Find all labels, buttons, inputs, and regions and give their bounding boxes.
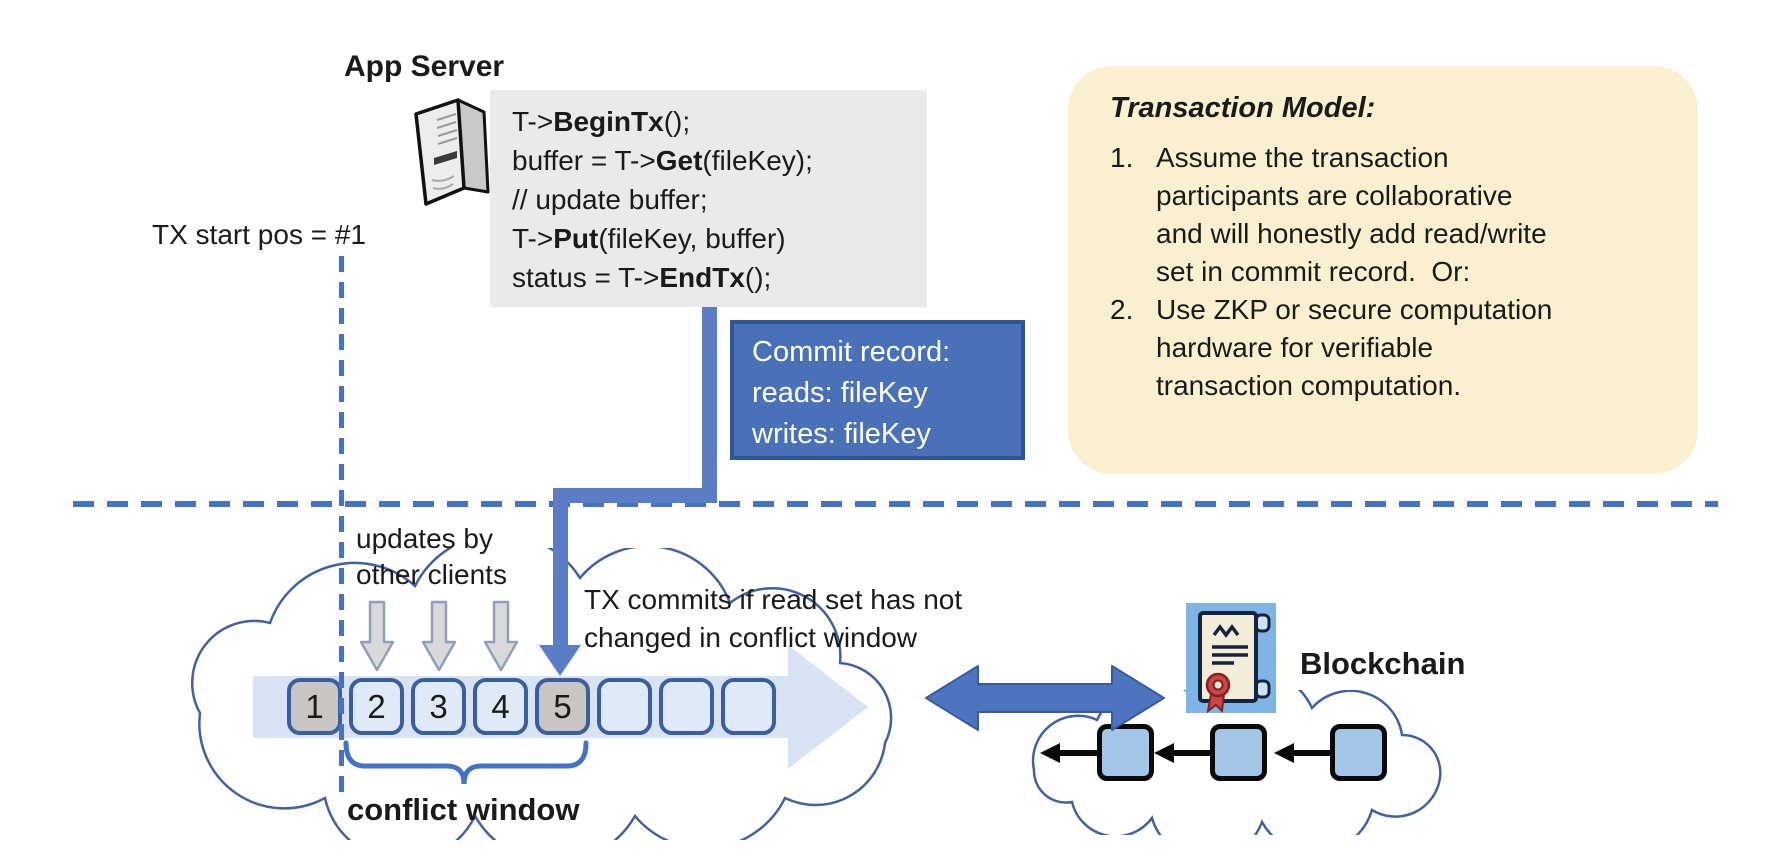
ledger-slot-6	[597, 678, 652, 735]
list-text: Assume the transaction participants are …	[1156, 142, 1547, 287]
ledger-band-arrowhead-icon	[788, 645, 868, 769]
code-line: // update buffer;	[512, 184, 708, 215]
conflict-window-label: conflict window	[347, 792, 580, 827]
commit-connector-line	[553, 488, 568, 646]
ledger-slot-7	[659, 678, 714, 735]
certificate-icon	[1186, 603, 1276, 714]
tx-start-pos-label: TX start pos = #1	[152, 219, 366, 250]
list-number: 1.	[1110, 142, 1134, 173]
commit-record-box: Commit record: reads: fileKey writes: fi…	[730, 320, 1025, 460]
transaction-model-item: 2. Use ZKP or secure computation hardwar…	[1110, 291, 1668, 405]
list-number: 2.	[1110, 294, 1134, 325]
code-line: status = T->EndTx();	[512, 262, 772, 293]
transaction-code-block: T->BeginTx(); buffer = T->Get(fileKey); …	[490, 90, 927, 307]
commit-connector-line	[702, 307, 717, 503]
commit-connector-line	[553, 488, 717, 503]
slot-label: 2	[367, 687, 386, 725]
update-down-arrow-icon	[359, 600, 395, 672]
transaction-model-title: Transaction Model:	[1110, 92, 1376, 124]
app-server-title: App Server	[344, 50, 505, 83]
conflict-window-brace-icon	[343, 740, 589, 785]
blockchain-block	[1210, 724, 1267, 781]
blockchain-block	[1097, 724, 1154, 781]
chain-link-arrows-icon	[1040, 743, 1330, 763]
slot-label: 1	[305, 687, 324, 725]
transaction-model-item: 1. Assume the transaction participants a…	[1110, 139, 1668, 291]
tx-commits-note: TX commits if read set has not changed i…	[584, 584, 963, 653]
slot-label: 3	[429, 687, 448, 725]
blockchain-block	[1330, 724, 1387, 781]
transaction-model-panel: Transaction Model: 1. Assume the transac…	[1068, 66, 1698, 474]
code-line: T->Put(fileKey, buffer)	[512, 223, 786, 254]
update-down-arrow-icon	[421, 600, 457, 672]
updates-by-other-clients-label: updates by other clients	[356, 523, 507, 590]
commit-connector-arrowhead-icon	[539, 645, 581, 676]
ledger-slot-1: 1	[287, 678, 342, 735]
tx-start-dashed-line	[339, 256, 344, 796]
ledger-slot-5: 5	[535, 678, 590, 735]
slot-label: 4	[491, 687, 510, 725]
blockchain-title: Blockchain	[1300, 646, 1466, 681]
update-down-arrow-icon	[483, 600, 519, 672]
ledger-slot-4: 4	[473, 678, 528, 735]
ledger-slot-8	[721, 678, 776, 735]
ledger-slot-2: 2	[349, 678, 404, 735]
list-text: Use ZKP or secure computation hardware f…	[1156, 294, 1553, 401]
ledger-blockchain-sync-arrow-icon	[925, 665, 1165, 731]
slot-label: 5	[553, 687, 572, 725]
ledger-slot-3: 3	[411, 678, 466, 735]
code-line: buffer = T->Get(fileKey);	[512, 145, 813, 176]
divider-dashed-line	[73, 501, 1718, 507]
code-line: T->BeginTx();	[512, 106, 691, 137]
server-icon	[414, 98, 490, 206]
